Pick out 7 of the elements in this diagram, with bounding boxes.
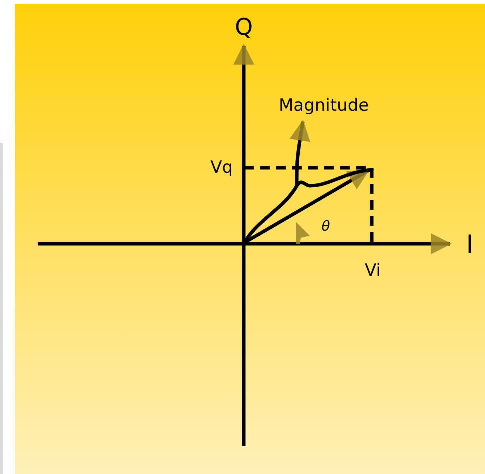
arrow	[290, 120, 310, 186]
angle-label: θ	[322, 220, 330, 234]
text-label: Magnitude	[279, 96, 370, 116]
component-label: Vi	[365, 262, 381, 280]
component-label: Vq	[210, 160, 233, 176]
axis-label: I	[466, 232, 474, 256]
axis-label: Q	[234, 16, 254, 40]
